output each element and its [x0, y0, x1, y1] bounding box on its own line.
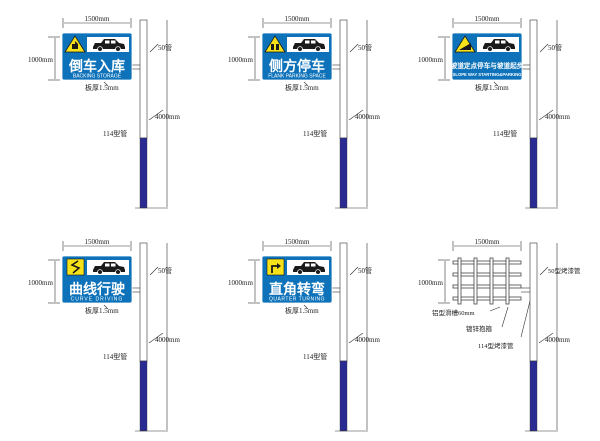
sign-title: 坡道定点停车与坡道起步	[451, 61, 524, 70]
frame-rails	[452, 257, 522, 305]
width-label: 1500mm	[475, 15, 500, 23]
pipe-label: 50管	[358, 43, 372, 52]
sign-title: 侧方停车	[269, 58, 325, 75]
board-label: 板厚1.5mm	[85, 83, 119, 92]
height-total-label: 4000mm	[355, 336, 380, 344]
clamp-label: 镀锌抱箍	[466, 324, 493, 333]
panel-frame-structure: 1500mm 1000mm 50型烤漆管 铝型滑槽60mm 镀锌抱箍 4000m…	[418, 238, 581, 432]
sign-subtitle: SLOPE WAY STARTING&PARKING	[453, 72, 522, 77]
post-label: 114型烤漆管	[478, 341, 514, 350]
width-label: 1500mm	[85, 238, 110, 246]
board-label: 板厚1.5mm	[475, 83, 509, 92]
sign-title: 直角转弯	[269, 281, 325, 298]
pipe-label: 50型烤漆管	[548, 266, 581, 275]
post-label: 114型管	[103, 129, 127, 138]
width-label: 1500mm	[285, 15, 310, 23]
panel-flank-parking: 侧方停车 FLANK PARKING SPACE 1500mm 1000mm 5…	[228, 15, 380, 209]
slot-label: 铝型滑槽60mm	[432, 308, 475, 317]
panel-backing-storage: 倒车入库 BACKING STORAGE 1500mm 1000mm 50管 板…	[28, 15, 180, 209]
panel-slope-way: 坡道定点停车与坡道起步 SLOPE WAY STARTING&PARKING 1…	[418, 15, 570, 209]
board-label: 板厚1.5mm	[85, 306, 119, 315]
post-label: 114型管	[493, 129, 517, 138]
width-label: 1500mm	[85, 15, 110, 23]
height-total-label: 4000mm	[545, 113, 570, 121]
width-label: 1500mm	[285, 238, 310, 246]
sign-subtitle: CURVE DRIVING	[71, 297, 124, 303]
panel-curve-driving: 曲线行驶 CURVE DRIVING 1500mm 1000mm 50管 板厚1…	[28, 238, 180, 432]
board-label: 板厚1.5mm	[285, 83, 319, 92]
post-blue	[139, 137, 148, 209]
pipe-label: 50管	[548, 43, 562, 52]
pipe-label: 50管	[158, 43, 172, 52]
height-label: 1000mm	[228, 56, 253, 64]
sign-title: 倒车入库	[68, 58, 125, 75]
height-label: 1000mm	[418, 56, 443, 64]
pipe-label: 50管	[358, 266, 372, 275]
pipe-label: 50管	[158, 266, 172, 275]
post-white	[139, 19, 148, 139]
warning-square-icon	[266, 258, 285, 276]
post-label: 114型管	[303, 129, 327, 138]
height-total-label: 4000mm	[545, 336, 570, 344]
height-total-label: 4000mm	[355, 113, 380, 121]
sign-title: 曲线行驶	[69, 281, 125, 298]
panel-quarter-turning: 直角转弯 QUARTER TURNING 1500mm 1000mm 50管 板…	[228, 238, 380, 432]
post-label: 114型管	[303, 352, 327, 361]
height-label: 1000mm	[28, 279, 53, 287]
post-label: 114型管	[103, 352, 127, 361]
warning-triangle-icon	[264, 35, 286, 53]
sign-subtitle: QUARTER TURNING	[269, 297, 325, 303]
sign-subtitle: BACKING STORAGE	[73, 74, 122, 80]
height-label: 1000mm	[418, 279, 443, 287]
board-label: 板厚1.5mm	[285, 306, 319, 315]
height-label: 1000mm	[228, 279, 253, 287]
width-label: 1500mm	[475, 238, 500, 246]
height-total-label: 4000mm	[155, 336, 180, 344]
height-total-label: 4000mm	[155, 113, 180, 121]
sign-subtitle: FLANK PARKING SPACE	[268, 74, 326, 80]
height-label: 1000mm	[28, 56, 53, 64]
